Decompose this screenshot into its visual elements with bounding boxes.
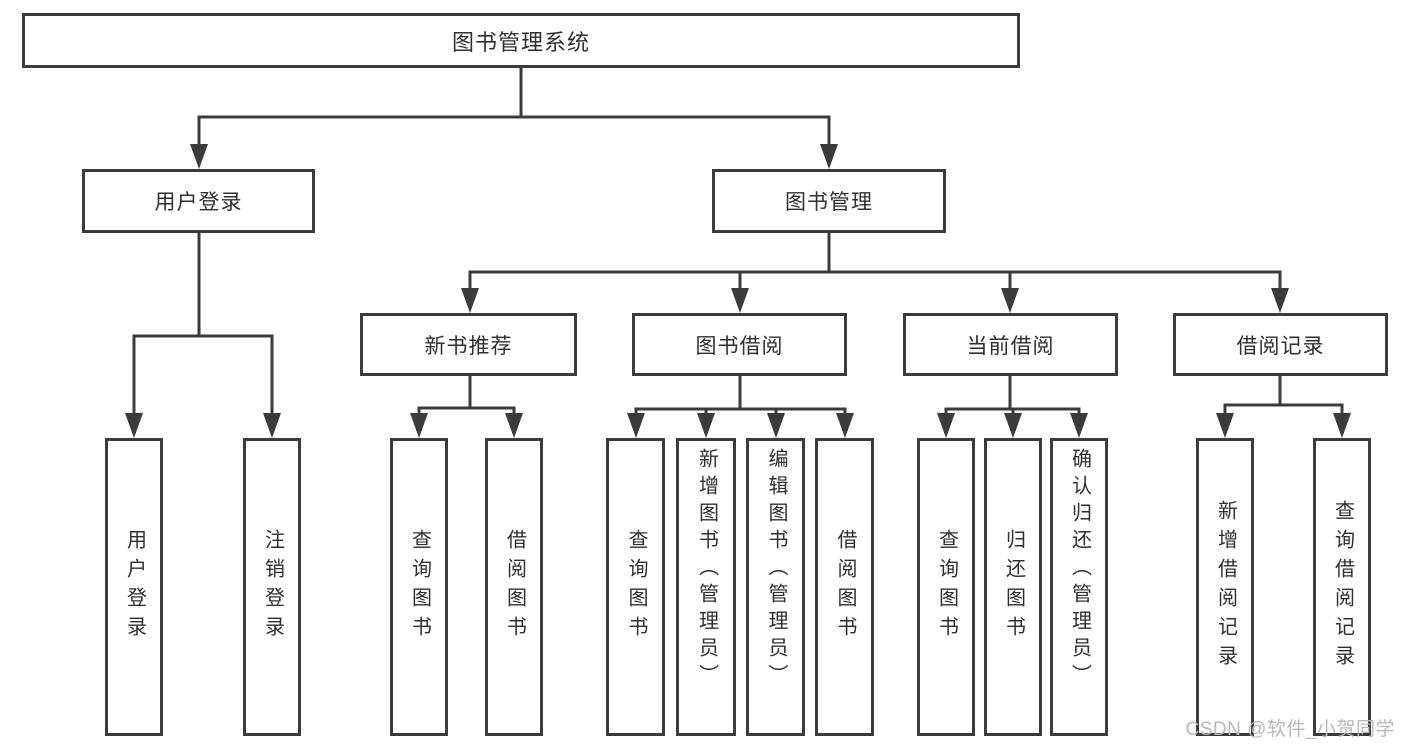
new-book-recommend-children-connector: [410, 376, 523, 438]
csdn-watermark: CSDN @软件_小贺同学: [1185, 719, 1395, 740]
user-login-children-connector: [125, 233, 281, 438]
node-user-login: 用户登录: [82, 169, 315, 233]
node-current-borrow: 当前借阅: [903, 313, 1118, 376]
leaf-label: 用户登录: [123, 529, 146, 645]
node-label: 用户登录: [154, 191, 243, 214]
book-borrow-children-connector: [627, 376, 854, 438]
node-borrow-records: 借阅记录: [1173, 313, 1388, 376]
leaf-borrow-add-books-admin: 新增图书（管理员）: [676, 438, 736, 736]
node-new-book-recommend: 新书推荐: [360, 313, 577, 376]
node-book-management: 图书管理: [712, 169, 946, 233]
node-label: 图书借阅: [695, 334, 784, 358]
leaf-label: 确认归还（管理员）: [1068, 448, 1091, 691]
node-label: 新书推荐: [424, 334, 513, 358]
node-label: 图书管理系统: [451, 29, 590, 55]
borrow-records-children-connector: [1216, 376, 1351, 438]
leaf-current-query-books: 查询图书: [917, 438, 975, 736]
leaf-borrow-edit-books-admin: 编辑图书（管理员）: [746, 438, 805, 736]
root-to-level2-connector: [190, 68, 838, 169]
leaf-label: 借阅图书: [834, 529, 856, 645]
leaf-label: 编辑图书（管理员）: [765, 448, 787, 691]
leaf-records-query-record: 查询借阅记录: [1313, 438, 1371, 736]
current-borrow-children-connector: [937, 376, 1088, 438]
leaf-current-return-books: 归还图书: [984, 438, 1042, 736]
node-label: 当前借阅: [966, 334, 1055, 358]
leaf-borrow-query-books: 查询图书: [606, 438, 665, 736]
leaf-label: 归还图书: [1002, 529, 1025, 645]
leaf-user-login: 用户登录: [105, 438, 163, 736]
leaf-label: 查询图书: [625, 529, 647, 645]
leaf-recommend-query-books: 查询图书: [390, 438, 448, 736]
leaf-label: 借阅图书: [503, 529, 526, 645]
leaf-label: 新增图书（管理员）: [695, 448, 718, 691]
leaf-records-add-record: 新增借阅记录: [1196, 438, 1254, 736]
node-label: 图书管理: [785, 191, 873, 214]
book-management-children-connector: [461, 233, 1289, 313]
leaf-label: 查询图书: [935, 529, 958, 645]
leaf-current-confirm-return-admin: 确认归还（管理员）: [1050, 438, 1108, 736]
leaf-label: 查询借阅记录: [1331, 500, 1354, 674]
leaf-label: 注销登录: [261, 529, 284, 645]
leaf-recommend-borrow-books: 借阅图书: [485, 438, 543, 736]
node-book-management-system: 图书管理系统: [22, 13, 1020, 68]
leaf-logout: 注销登录: [243, 438, 301, 736]
node-label: 借阅记录: [1236, 334, 1325, 358]
leaf-label: 查询图书: [408, 529, 431, 645]
leaf-borrow-borrow-books: 借阅图书: [815, 438, 874, 736]
node-book-borrow: 图书借阅: [632, 313, 847, 376]
leaf-label: 新增借阅记录: [1214, 500, 1237, 674]
